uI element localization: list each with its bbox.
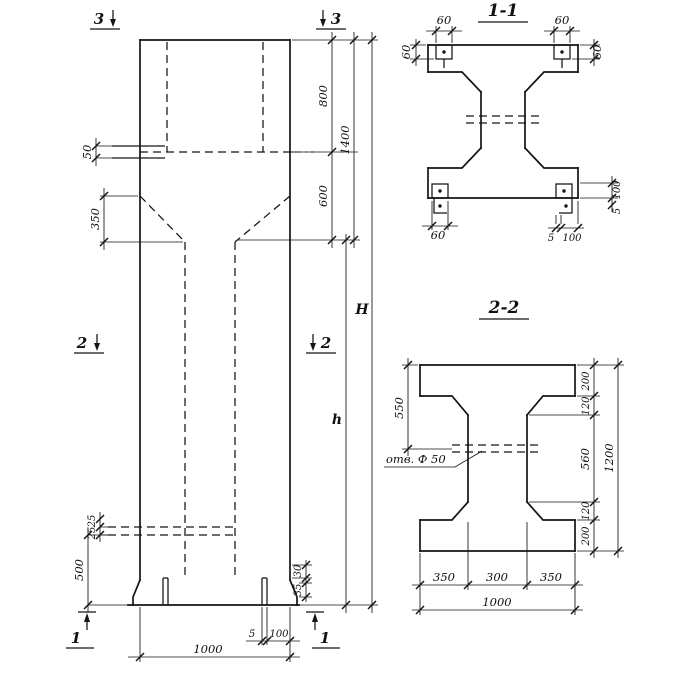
marker-1-right-label: 1 [320, 629, 330, 647]
dim-1400: 1400 [338, 32, 359, 248]
dim-1000: 1000 [128, 607, 300, 662]
hole-callout-label: отв. Ф 50 [386, 452, 446, 466]
dim-100-right-label: 100 [612, 180, 623, 200]
section-marker-1-left: 1 [66, 611, 96, 649]
dim-300-label: 300 [486, 570, 508, 584]
dim-350-right-label: 350 [540, 570, 562, 584]
dim-120-bottom-label: 120 [581, 501, 592, 521]
dim-25b-label: 25 [87, 527, 98, 541]
dim-5-label: 5 [249, 629, 255, 640]
column-outline [127, 39, 300, 606]
dim-5-bottom-label: 5 [548, 233, 554, 244]
dim-25-25: 25 25 [87, 512, 108, 542]
section-marker-3-right: 3 [316, 10, 346, 30]
dim-1200-label: 1200 [602, 443, 616, 472]
marker-2-left-label: 2 [76, 334, 87, 352]
dim-1000-section-label: 1000 [482, 595, 511, 609]
dim-200-top-label: 200 [581, 371, 592, 392]
column-hidden-edges [108, 42, 314, 578]
dim-120-top-label: 120 [581, 396, 592, 416]
dim-350: 350 [88, 188, 183, 250]
dim-h-label: h [332, 412, 342, 428]
dim-1400-label: 1400 [338, 125, 352, 154]
dim-350-left-label: 350 [433, 570, 455, 584]
section-2-2-title: 2-2 [479, 298, 529, 320]
dim-35-label: 35 [293, 584, 304, 597]
column-elevation: 50 350 25 25 500 [66, 10, 378, 662]
dim-800-600: 800 600 [316, 32, 337, 248]
dim-600-label: 600 [316, 185, 330, 207]
dim-1000-label: 1000 [193, 642, 222, 656]
embedded-plates-1-1 [431, 44, 573, 214]
dim-200-bottom-label: 200 [581, 526, 592, 547]
section-1-1-title-label: 1-1 [488, 1, 519, 21]
dim-60-right-label: 60 [590, 45, 604, 60]
dim-30-35: 30 35 [292, 560, 312, 602]
dim-H: H [354, 32, 377, 613]
marker-1-left-label: 1 [71, 629, 81, 647]
elevation-extension-lines [237, 39, 378, 606]
dim-100-label: 100 [269, 629, 289, 640]
dim-350-label: 350 [88, 208, 102, 230]
dim-chain-right: 200 120 560 120 200 [529, 358, 624, 558]
dim-60-top-right-label: 60 [555, 13, 570, 27]
section-marker-2-left: 2 [74, 334, 104, 354]
dim-5-right-label: 5 [612, 208, 623, 214]
dim-550: 550 [392, 358, 452, 456]
dim-chain-bottom: 350 300 350 1000 [412, 522, 583, 615]
section-2-2: 2-2 отв. Ф 50 [384, 298, 624, 615]
dim-500-label: 500 [72, 559, 86, 581]
section-1-1: 1-1 [399, 1, 623, 244]
dim-60-top-left-label: 60 [437, 13, 452, 27]
dim-25a-label: 25 [87, 515, 98, 529]
dim-30-label: 30 [293, 564, 304, 577]
dim-H-label: H [354, 302, 369, 318]
dim-560-label: 560 [578, 448, 592, 470]
section-1-1-title: 1-1 [478, 1, 528, 23]
marker-3-left-label: 3 [94, 10, 104, 28]
dim-60-left-label: 60 [399, 45, 413, 60]
dim-550-label: 550 [392, 397, 406, 419]
section-marker-1-right: 1 [306, 611, 340, 649]
marker-2-right-label: 2 [320, 334, 331, 352]
dim-500: 500 [72, 528, 128, 612]
dim-5-100: 5 100 [246, 607, 300, 662]
section-2-2-outline [419, 364, 576, 552]
hole-callout: отв. Ф 50 [384, 450, 483, 468]
dim-h: h [332, 234, 351, 613]
dim-50-label: 50 [80, 145, 94, 160]
section-1-1-outline [427, 44, 579, 199]
dim-100-bottom-label: 100 [562, 233, 582, 244]
dim-800-label: 800 [316, 85, 330, 107]
section-marker-3-left: 3 [90, 10, 120, 30]
dim-1200: 1200 [602, 358, 623, 558]
dims-1-1: 60 60 60 60 60 [399, 13, 623, 244]
marker-3-right-label: 3 [331, 10, 341, 28]
dim-60-bottom-label: 60 [431, 228, 446, 242]
section-2-2-title-label: 2-2 [488, 298, 520, 318]
section-marker-2-right: 2 [306, 334, 336, 354]
dim-50: 50 [80, 138, 112, 166]
